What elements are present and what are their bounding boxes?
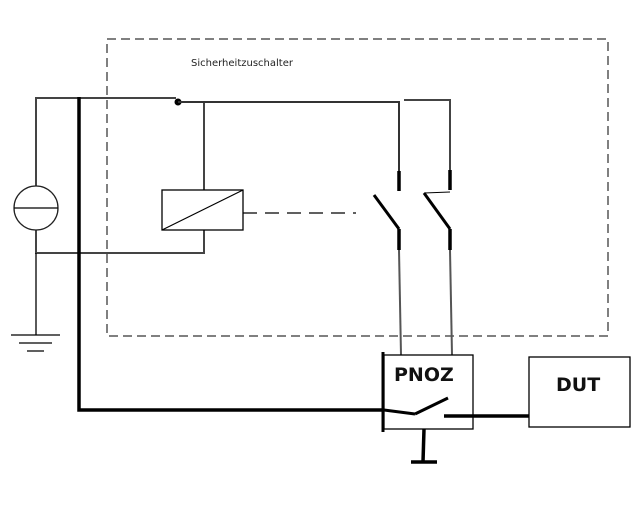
switch-contact-1 bbox=[372, 171, 402, 356]
dut-label: DUT bbox=[556, 374, 600, 396]
wire-top-2 bbox=[404, 99, 451, 170]
enclosure-box bbox=[106, 38, 609, 337]
pnoz-box: PNOZ bbox=[381, 352, 474, 432]
source-loop bbox=[35, 97, 205, 254]
relay-coil-icon bbox=[161, 189, 244, 231]
switch-contact-2 bbox=[422, 170, 453, 356]
ground-icon-left bbox=[11, 253, 60, 352]
ground-icon-pnoz bbox=[411, 428, 437, 464]
dut-box: DUT bbox=[528, 356, 631, 428]
wire-top bbox=[178, 101, 400, 172]
pnoz-switch bbox=[414, 396, 449, 416]
current-source-icon bbox=[13, 185, 59, 231]
pnoz-label: PNOZ bbox=[394, 364, 454, 386]
enclosure-label: Sicherheitzuschalter bbox=[191, 58, 294, 69]
bus-wire bbox=[77, 97, 384, 412]
